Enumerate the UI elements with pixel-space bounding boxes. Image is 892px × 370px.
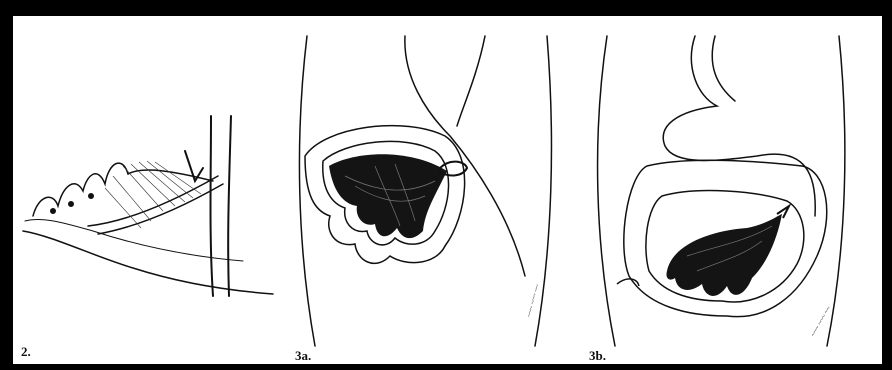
panel-3a: ~~~ ~~~ ~~ 3a. [285,16,575,364]
panel-3b-label: 3b. [589,348,606,364]
panel-2: 2. [13,16,283,364]
panel-3b: ~~~ ~~~ ~~ 3b. [577,16,882,364]
panel-2-illustration [13,16,283,364]
figure-frame: 2. [13,16,882,364]
panel-3a-label: 3a. [295,348,311,364]
panel-3b-illustration [577,16,882,364]
panel-2-label: 2. [21,344,31,360]
endometrium-dark-region-3b [666,214,782,296]
